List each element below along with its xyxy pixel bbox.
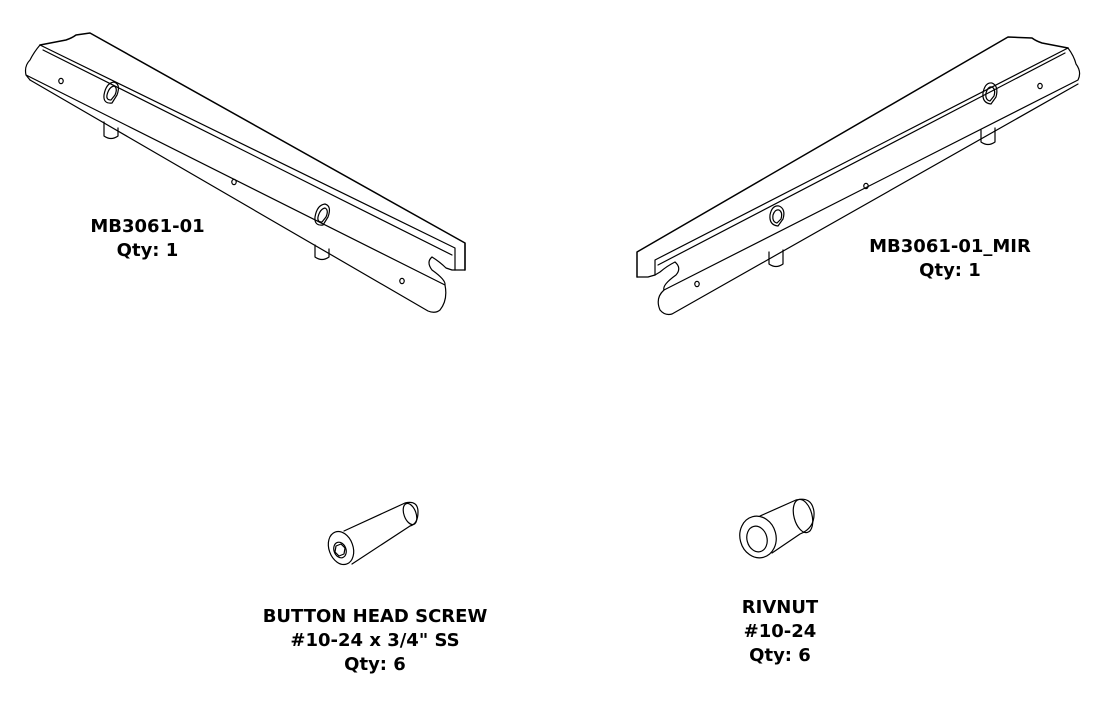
part-label-rivnut: RIVNUT #10-24 Qty: 6 [720, 596, 840, 668]
part-spec: #10-24 x 3/4" SS [290, 630, 460, 651]
part-label-screw: BUTTON HEAD SCREW #10-24 x 3/4" SS Qty: … [255, 605, 495, 677]
part-label-bracket-right: MB3061-01_MIR Qty: 1 [855, 235, 1045, 283]
part-qty: Qty: 1 [116, 240, 179, 261]
part-name: BUTTON HEAD SCREW [262, 606, 488, 627]
part-label-bracket-left: MB3061-01 Qty: 1 [80, 215, 215, 263]
part-qty: Qty: 6 [749, 645, 811, 666]
rivnut-drawing [739, 498, 815, 559]
part-number: MB3061-01_MIR [869, 236, 1031, 257]
part-spec: #10-24 [743, 621, 817, 642]
bracket-left-drawing [24, 32, 466, 313]
part-number: MB3061-01 [90, 216, 205, 237]
screw-drawing [327, 501, 419, 566]
part-qty: Qty: 6 [344, 654, 406, 675]
part-name: RIVNUT [741, 597, 819, 618]
part-qty: Qty: 1 [919, 260, 981, 281]
bracket-right-drawing [636, 36, 1081, 316]
